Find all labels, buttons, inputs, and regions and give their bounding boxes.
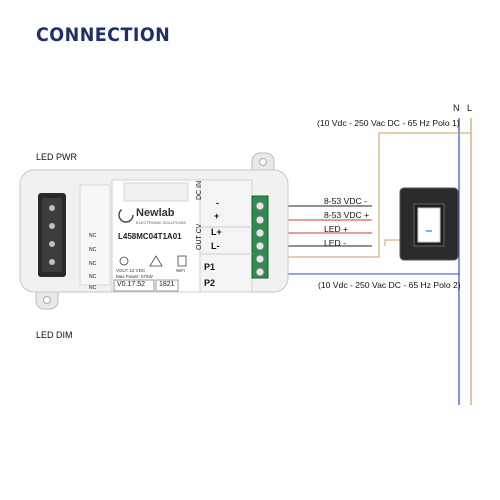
- left-connector-inner: [42, 198, 62, 272]
- terminal-screw: [255, 228, 265, 238]
- firmware-version: V0.17.52: [117, 281, 146, 288]
- out-cv-label: OUT CV: [196, 223, 203, 250]
- batch-number: 1821: [159, 281, 175, 288]
- label-window: [123, 182, 189, 202]
- nc-panel: [79, 184, 111, 286]
- nc-label: NC: [89, 247, 97, 253]
- nc-label: NC: [89, 274, 97, 280]
- input-spec: VOLT: 12 VDC: [116, 268, 146, 273]
- vdc-plus-label: 8-53 VDC +: [324, 210, 370, 220]
- terminal-screw: [255, 201, 265, 211]
- terminal-lplus-label: L+: [211, 227, 222, 237]
- bin-icon: [177, 255, 187, 267]
- terminal-p1-label: P1: [204, 262, 216, 272]
- left-pin: [49, 205, 55, 211]
- page-title: CONNECTION: [36, 24, 171, 46]
- terminal-screw: [255, 267, 265, 277]
- ce-mark-icon: [119, 256, 129, 266]
- model-number: L458MC04T1A01: [118, 232, 182, 241]
- vdc-minus-label: 8-53 VDC -: [324, 196, 367, 206]
- terminal-screw: [255, 241, 265, 251]
- left-pin: [49, 241, 55, 247]
- triangle-warning-icon: [149, 255, 163, 267]
- line-label: L: [467, 103, 473, 113]
- terminal-minus-label: -: [216, 198, 219, 208]
- led-dim-label: LED DIM: [36, 330, 73, 340]
- dc-in-label: DC IN: [196, 180, 203, 200]
- switch-rocker: [417, 207, 441, 243]
- newlab-logo-icon: [118, 207, 134, 223]
- version-box: [113, 279, 155, 292]
- neutral-label: N: [453, 103, 460, 113]
- terminal-plus-label: +: [214, 211, 220, 221]
- terminal-label-area: [199, 179, 253, 293]
- polo2-label: (10 Vdc - 250 Vac DC - 65 Hz Polo 2): [318, 280, 461, 290]
- switch-led-icon: [426, 230, 432, 232]
- nc-label: NC: [89, 285, 97, 291]
- mount-hole-bottom: [43, 296, 51, 304]
- batch-box: [155, 279, 179, 292]
- left-pin: [49, 259, 55, 265]
- led-plus-label: LED +: [324, 224, 349, 234]
- mount-hole-top: [259, 158, 267, 166]
- brand-name: Newlab: [136, 207, 175, 219]
- left-pin: [49, 223, 55, 229]
- terminal-screw: [255, 254, 265, 264]
- polo1-label: (10 Vdc - 250 Vac DC - 65 Hz Polo 1): [317, 118, 460, 128]
- led-pwr-label: LED PWR: [36, 152, 78, 162]
- controller-housing: [19, 152, 289, 310]
- brand-subtitle: ELECTRONIC SOLUTIONS: [136, 220, 187, 225]
- wall-switch: [399, 187, 459, 261]
- polo1-wire: [282, 132, 471, 258]
- nc-label: NC: [89, 233, 97, 239]
- power-spec: Max Power: 576W: [116, 274, 153, 279]
- terminal-lminus-label: L-: [211, 241, 220, 251]
- wifi-spec: WiFi: [176, 268, 185, 273]
- terminal-screw: [255, 215, 265, 225]
- led-minus-label: LED -: [324, 238, 346, 248]
- nc-label: NC: [89, 261, 97, 267]
- terminal-p2-label: P2: [204, 278, 216, 288]
- switch-wire: [384, 239, 400, 246]
